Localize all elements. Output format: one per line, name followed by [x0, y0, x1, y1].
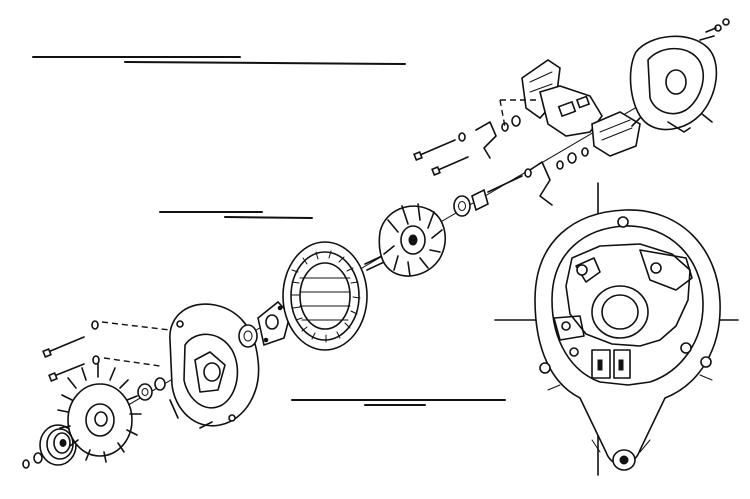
leader-line-2	[124, 61, 406, 65]
voltage-regulator	[499, 59, 603, 137]
bearing-retainer-plate	[257, 300, 291, 347]
pulley	[22, 424, 77, 469]
spacers	[137, 377, 166, 401]
terminal-hardware	[413, 115, 589, 206]
cooling-fan	[57, 363, 142, 463]
front-housing	[169, 303, 260, 429]
rear-bearing	[453, 188, 489, 217]
brush-holder	[591, 111, 641, 157]
pulley-nut	[33, 452, 43, 464]
front-bearing	[238, 324, 258, 348]
leader-lines	[32, 56, 506, 406]
rear-housing	[629, 18, 730, 133]
assembled-rear-view	[534, 209, 721, 471]
pulley-washer	[22, 459, 30, 469]
through-bolts	[42, 320, 171, 382]
rotor	[364, 203, 446, 277]
leader-line-4	[224, 216, 313, 219]
stator	[282, 241, 368, 351]
